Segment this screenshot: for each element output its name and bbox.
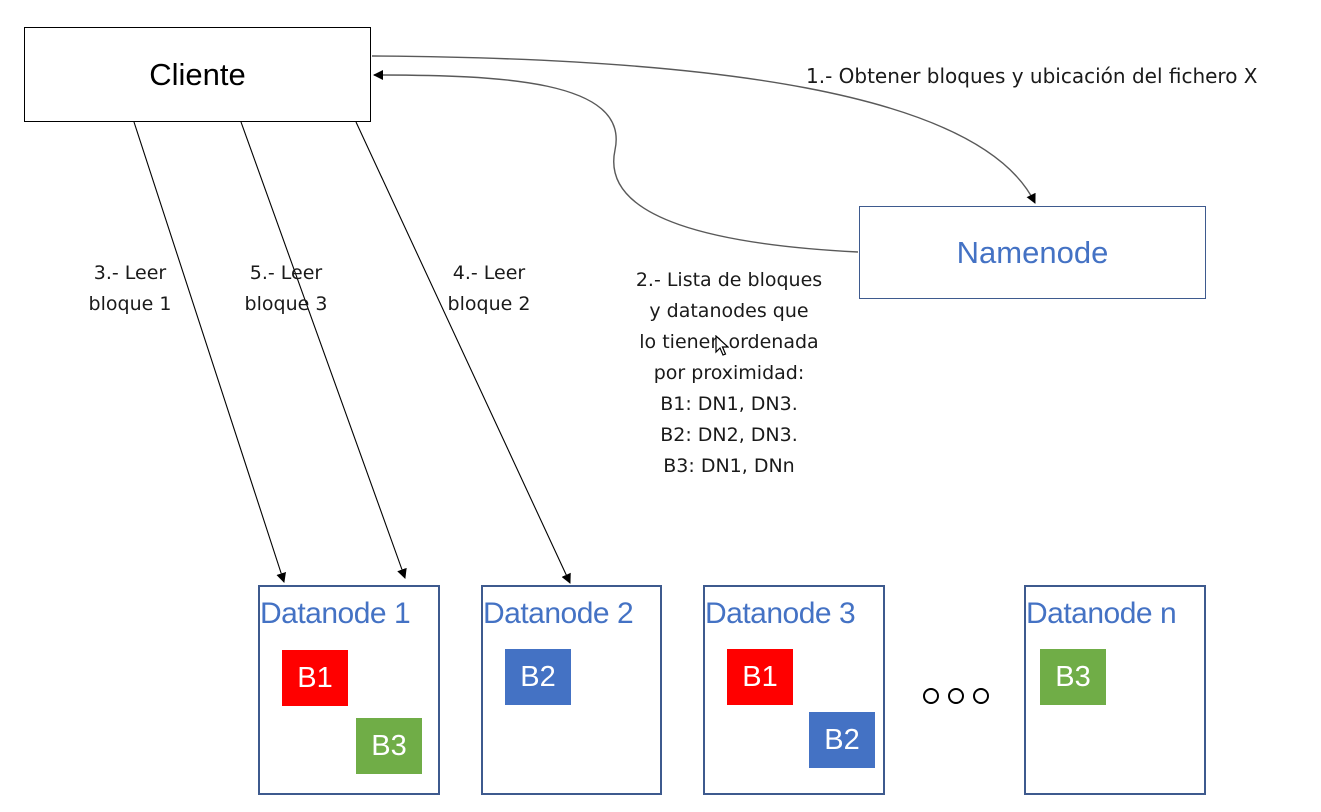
block-b2: B2 (809, 712, 875, 768)
step-1-label: 1.- Obtener bloques y ubicación del fich… (806, 64, 1258, 88)
step-2-line: lo tienen ordenada (639, 331, 819, 353)
block-label: B2 (520, 660, 556, 693)
arrow-request-namenode (371, 55, 1036, 204)
datanode-2: Datanode 2 B2 (481, 585, 662, 795)
mouse-pointer-icon (715, 335, 729, 356)
step-4-label: 4.- Leer bloque 2 (447, 262, 531, 315)
datanode-title: Datanode 1 (260, 597, 411, 630)
step-5-label: 5.- Leer bloque 3 (244, 262, 328, 315)
namenode-node: Namenode (859, 206, 1206, 299)
block-b2: B2 (505, 649, 571, 705)
arrow-read-block-2 (355, 121, 571, 584)
arrow-read-block-3 (240, 121, 407, 579)
block-label: B3 (371, 729, 407, 762)
block-label: B3 (1055, 660, 1091, 693)
datanode-title: Datanode 3 (705, 597, 856, 630)
client-label: Cliente (149, 56, 246, 92)
datanode-n: Datanode n B3 (1024, 585, 1206, 795)
step-2-label: 2.- Lista de bloques y datanodes que lo … (604, 265, 854, 482)
datanode-title: Datanode n (1026, 597, 1177, 630)
datanode-3: Datanode 3 B1 B2 (703, 585, 885, 795)
block-b1: B1 (282, 650, 348, 706)
ellipsis-dot (948, 688, 964, 704)
step-2-line: y datanodes que (649, 300, 809, 322)
client-node: Cliente (24, 27, 371, 122)
block-b3: B3 (356, 718, 422, 774)
block-b3: B3 (1040, 649, 1106, 705)
block-label: B1 (297, 661, 333, 694)
step-2-line: B2: DN2, DN3. (660, 424, 798, 446)
block-label: B2 (824, 723, 860, 756)
step-3-label: 3.- Leer bloque 1 (88, 262, 172, 315)
arrow-read-block-1 (133, 121, 286, 583)
step-2-line: B3: DN1, DNn (663, 455, 795, 477)
block-label: B1 (742, 660, 778, 693)
step-2-line: B1: DN1, DN3. (660, 393, 798, 415)
step-2-line: por proximidad: (653, 362, 805, 384)
block-b1: B1 (727, 649, 793, 705)
datanode-1: Datanode 1 B1 B3 (258, 585, 440, 795)
ellipsis-dot (923, 688, 939, 704)
step-2-line: 2.- Lista de bloques (635, 269, 823, 291)
datanode-title: Datanode 2 (483, 597, 634, 630)
arrow-response-client (373, 70, 859, 253)
namenode-label: Namenode (956, 234, 1109, 270)
ellipsis-dot (973, 688, 989, 704)
